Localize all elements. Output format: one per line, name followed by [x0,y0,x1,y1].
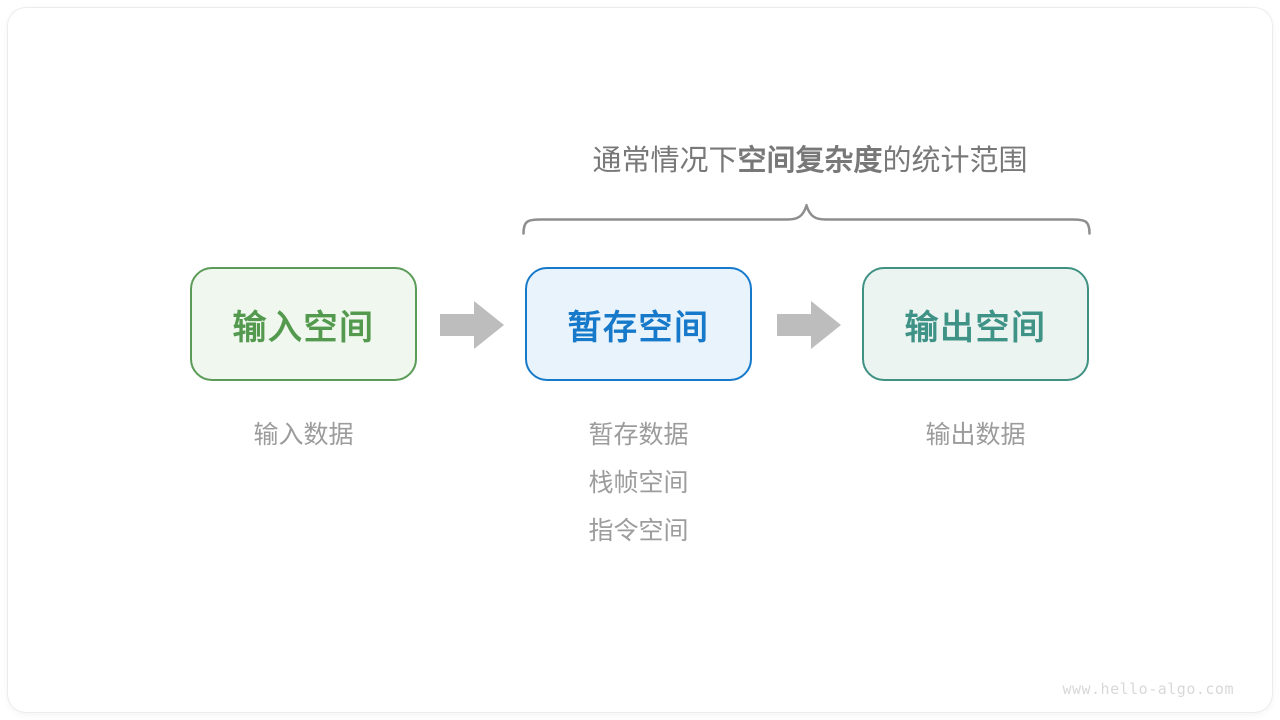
note-temp-data: 暂存数据 栈帧空间 指令空间 [525,422,752,566]
box-temp-space-label: 暂存空间 [567,307,710,348]
note-line: 指令空间 [588,516,689,545]
watermark: www.hello-algo.com [1062,680,1234,698]
box-temp-space: 暂存空间 [525,267,752,381]
diagram-title: 通常情况下空间复杂度的统计范围 [592,143,1028,177]
right-arrow-icon [777,301,841,349]
note-line: 暂存数据 [588,420,689,449]
title-suffix: 的统计范围 [882,143,1028,177]
note-output-data: 输出数据 [862,422,1089,470]
box-input-space: 输入空间 [190,267,417,381]
curly-brace [522,204,1091,235]
note-line: 输出数据 [925,420,1026,449]
note-input-data: 输入数据 [190,422,417,470]
box-input-space-label: 输入空间 [232,307,375,348]
right-arrow-icon [440,301,504,349]
note-line: 输入数据 [253,420,354,449]
title-prefix: 通常情况下 [592,143,738,177]
title-emphasis: 空间复杂度 [737,143,883,177]
note-line: 栈帧空间 [588,468,689,497]
box-output-space-label: 输出空间 [904,307,1047,348]
box-output-space: 输出空间 [862,267,1089,381]
